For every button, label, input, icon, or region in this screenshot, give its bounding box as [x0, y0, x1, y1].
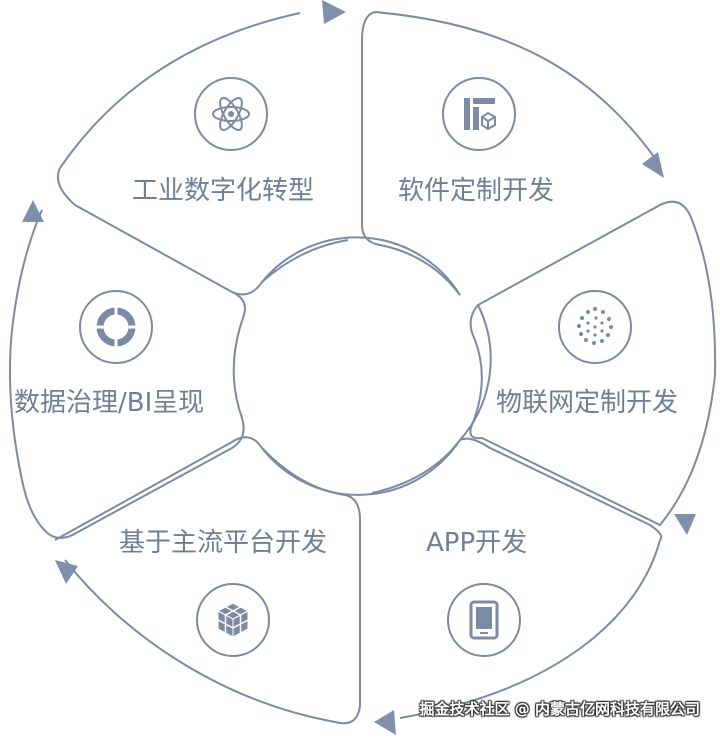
arrow-head [374, 710, 396, 735]
segment-shape-bottom-left [54, 436, 361, 725]
segment-label-app: APP开发 [426, 528, 528, 558]
segment-label-software: 软件定制开发 [398, 176, 555, 206]
inner-circle-arc [261, 236, 492, 496]
dot-swirl-icon [577, 307, 613, 345]
segment-shape-top-right [361, 11, 661, 296]
arrow-head [55, 560, 78, 584]
cubes-icon [216, 602, 250, 638]
segment-label-industrial: 工业数字化转型 [132, 176, 315, 206]
tablet-icon [469, 600, 499, 640]
segment-shape-left [8, 209, 246, 539]
arrow-head [674, 514, 696, 535]
icon-badge-industrial [194, 77, 268, 151]
arrow-head [22, 200, 44, 222]
segment-label-iot: 物联网定制开发 [496, 388, 679, 418]
arrow-head [642, 152, 664, 178]
icon-badge-iot [558, 290, 632, 364]
segment-label-data: 数据治理/BI呈现 [14, 388, 205, 418]
icon-badge-platform [196, 583, 270, 657]
arrow-head [322, 0, 346, 24]
segment-label-platform: 基于主流平台开发 [119, 528, 328, 558]
watermark: 掘金技术社区 @ 内蒙古亿网科技有限公司 [419, 700, 700, 718]
icon-badge-software [442, 77, 516, 151]
icon-badge-app [447, 583, 521, 657]
layout-box-icon [464, 98, 496, 131]
atom-icon [212, 97, 250, 131]
segment-shape-right [469, 200, 717, 527]
segment-shape-top-left [56, 12, 349, 296]
icon-badge-data [79, 290, 153, 364]
ring-target-icon [96, 307, 136, 347]
